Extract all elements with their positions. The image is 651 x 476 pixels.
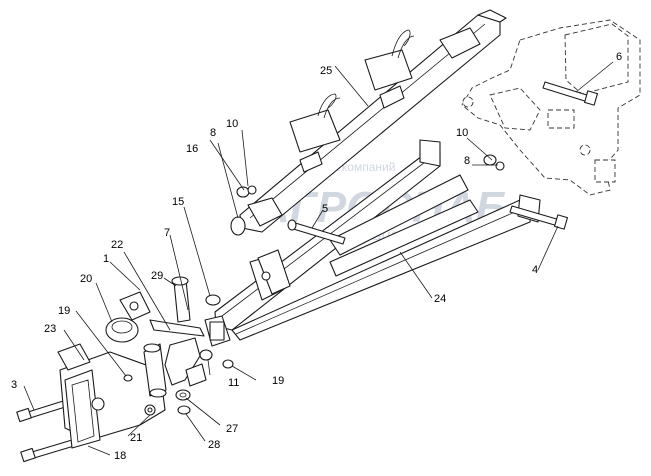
lower-bracket-assembly [57,343,166,449]
callout-10-right: 10 [456,127,468,139]
callout-19-left: 19 [58,305,70,317]
washer-nut-set-left [236,185,257,198]
callout-7: 7 [164,227,170,239]
upper-beam [239,9,507,233]
callout-5: 5 [322,203,328,215]
tractor-mount-bracket [461,19,641,196]
callout-8-left: 8 [210,127,216,139]
bolt-6 [542,81,599,106]
callout-22: 22 [111,239,123,251]
beam-bracket-lower [289,93,341,153]
callout-10-left: 10 [226,118,238,130]
bolt-5 [287,219,346,245]
callout-25: 25 [320,65,332,77]
callout-3: 3 [11,379,17,391]
main-frame [204,139,541,347]
callout-labels: 25 6 10 8 16 10 8 15 5 7 22 1 29 20 4 24… [11,51,622,462]
callout-18: 18 [114,450,126,462]
roller-pin [143,343,167,398]
callout-23: 23 [44,323,56,335]
callout-28: 28 [208,439,220,451]
link-plate [149,319,205,386]
callout-6: 6 [616,51,622,63]
washer-27 [175,389,191,401]
bushing-15 [205,294,221,306]
callout-27: 27 [226,423,238,435]
callout-24: 24 [434,293,446,305]
callout-4: 4 [532,264,538,276]
callout-11: 11 [228,377,239,389]
callout-20: 20 [80,273,92,285]
nut-11 [199,349,213,361]
callout-29: 29 [151,270,163,282]
roller-20 [105,317,139,343]
bushing-16 [230,216,246,236]
callout-8-right: 8 [464,155,470,167]
spacer-sleeve [185,363,207,387]
callout-19-right: 19 [272,375,284,387]
nut-19-right [222,359,234,369]
nut-28 [177,405,191,415]
callout-16: 16 [186,143,198,155]
leader-lines [23,61,614,456]
beam-bracket-upper [364,29,415,91]
callout-21: 21 [130,432,142,444]
pin-29 [171,276,191,323]
callout-1: 1 [103,253,109,265]
washer-nut-set-right [483,154,505,171]
nut-19-left [123,374,133,382]
bracket-1 [119,291,151,321]
callout-15: 15 [172,196,184,208]
